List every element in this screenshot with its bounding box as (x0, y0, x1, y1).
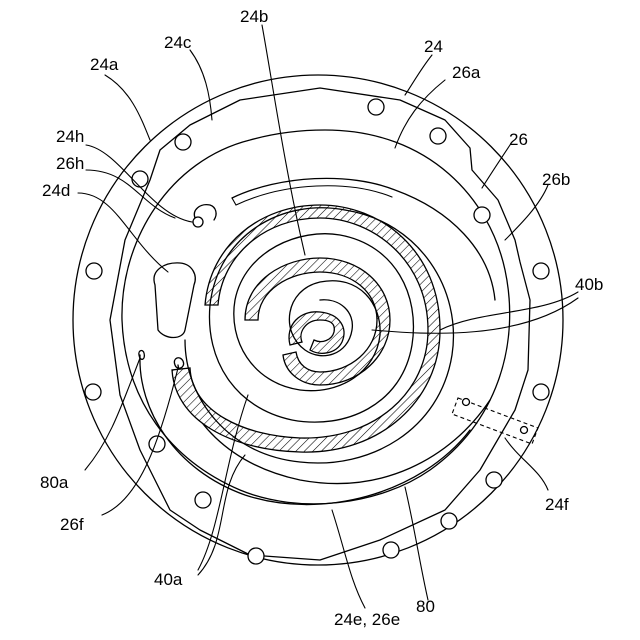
port-24h-hole (193, 217, 203, 227)
bolt-hole (474, 207, 490, 223)
bolt-hole (195, 492, 211, 508)
bolt-hole (430, 128, 446, 144)
label-26a: 26a (452, 63, 481, 82)
passage-24f-hole-a (463, 399, 470, 406)
label-26: 26 (509, 130, 528, 149)
label-26b: 26b (542, 170, 570, 189)
bolt-hole (175, 134, 191, 150)
label-24d: 24d (42, 181, 70, 200)
bolt-hole (486, 472, 502, 488)
passage-24f-hole-b (521, 427, 528, 434)
bolt-hole (441, 513, 457, 529)
center-scroll-core (289, 312, 344, 353)
label-80a: 80a (40, 473, 69, 492)
bolt-hole (85, 384, 101, 400)
label-26h: 26h (56, 154, 84, 173)
label-24f: 24f (545, 495, 569, 514)
orbiting-scroll-wrap (172, 205, 440, 452)
bolt-hole (383, 542, 399, 558)
label-24: 24 (424, 37, 443, 56)
bolt-hole (248, 548, 264, 564)
label-40a: 40a (154, 570, 183, 589)
label-24h: 24h (56, 127, 84, 146)
bolt-hole (86, 263, 102, 279)
outer-flange-outline (110, 88, 530, 560)
slot-26f (174, 358, 183, 368)
label-24a: 24a (90, 55, 119, 74)
label-40b: 40b (575, 275, 603, 294)
bolt-hole (533, 263, 549, 279)
label-80: 80 (416, 597, 435, 616)
inner-scroll-wrap (245, 258, 390, 385)
bolt-hole (533, 384, 549, 400)
bolt-hole (368, 99, 384, 115)
pocket-24d (154, 263, 195, 338)
label-24b: 24b (240, 7, 268, 26)
label-24c: 24c (164, 33, 192, 52)
bolt-hole (132, 171, 148, 187)
label-24e-26e: 24e, 26e (334, 610, 400, 629)
label-26f: 26f (60, 515, 84, 534)
